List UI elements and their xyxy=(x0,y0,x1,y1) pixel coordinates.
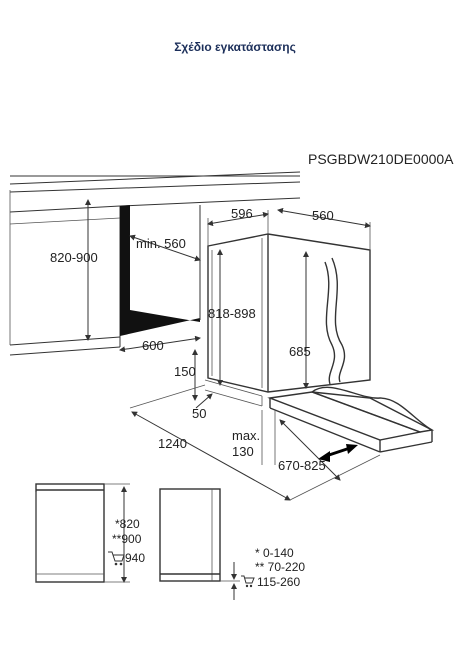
side-height-3: 940 xyxy=(125,551,145,565)
side-height-1: *820 xyxy=(115,517,140,531)
dim-width: 596 xyxy=(231,206,253,221)
dim-niche-height: 820-900 xyxy=(50,250,98,265)
dim-door-swing: 1240 xyxy=(158,436,187,451)
dim-max-value: 130 xyxy=(232,444,254,459)
dim-min-depth: min. 560 xyxy=(136,236,186,251)
dim-max-label: max. xyxy=(232,428,260,443)
side-range-3: 115-260 xyxy=(257,575,300,589)
model-code: PSGBDW210DE0000A xyxy=(308,151,454,167)
dim-plinth-range: 670-825 xyxy=(278,458,326,473)
dim-inner-height: 685 xyxy=(289,344,311,359)
open-door xyxy=(267,386,435,453)
side-range-2: ** 70-220 xyxy=(255,560,305,574)
cart-icon xyxy=(108,551,125,566)
niche-wall xyxy=(120,205,200,336)
side-view-appliance xyxy=(159,488,221,582)
cart-icon-small xyxy=(241,575,255,588)
dim-offset: 50 xyxy=(192,406,206,421)
dim-depth: 560 xyxy=(312,208,334,223)
page-title: Σχέδιο εγκατάστασης xyxy=(174,40,296,54)
side-height-2: **900 xyxy=(112,532,142,546)
dim-niche-width: 600 xyxy=(142,338,164,353)
side-range-1: * 0-140 xyxy=(255,546,294,560)
dim-plinth: 150 xyxy=(174,364,196,379)
front-view-appliance xyxy=(35,483,105,583)
dim-height-range: 818-898 xyxy=(208,306,256,321)
